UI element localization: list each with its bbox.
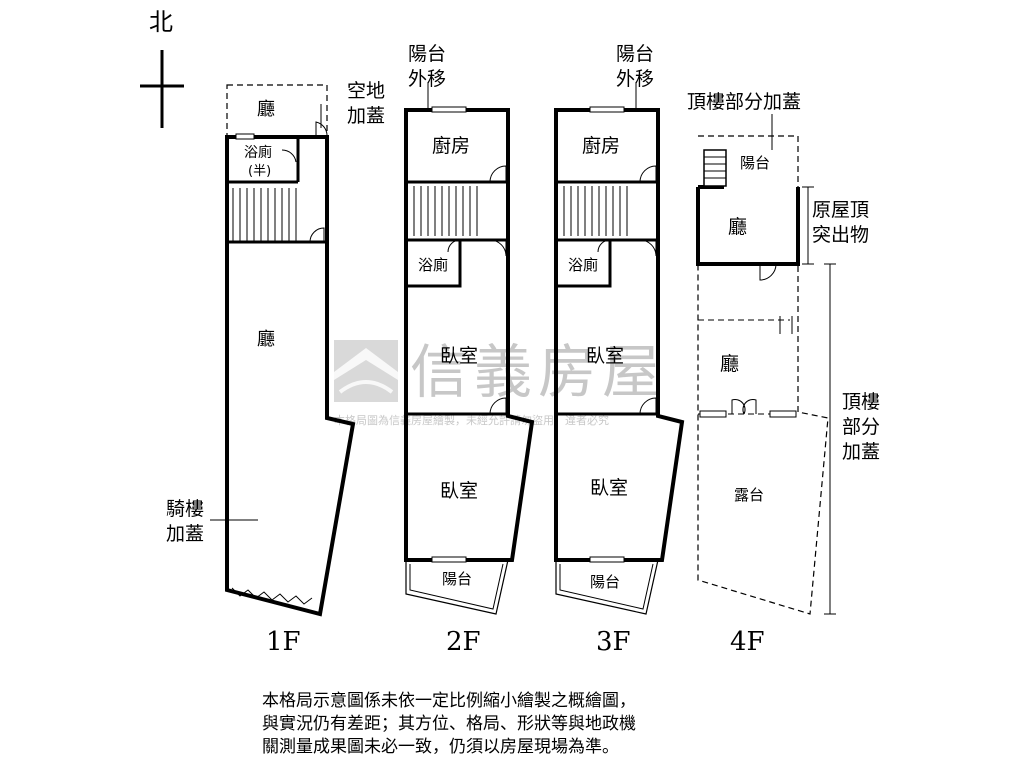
door-4f-top — [759, 263, 777, 281]
callout-roof-protrusion-line2: 突出物 — [812, 224, 869, 246]
dimension-rooftop-partial — [824, 263, 836, 615]
door-3f-bedroom — [639, 397, 657, 415]
watermark-copyright: 本格局圖為信義房屋繪製，未經允許請勿盜用，違者必究 — [334, 413, 609, 427]
callout-3f-balcony-line1: 陽台 — [616, 43, 654, 65]
door-3f-kitchen — [639, 165, 657, 183]
room-2f-balcony: 陽台 — [442, 570, 472, 588]
door-2f-kitchen — [489, 165, 507, 183]
floor-4f-dashed-outline — [697, 135, 829, 615]
door-4f-terrace — [731, 399, 757, 415]
room-2f-bedroom2: 臥室 — [440, 480, 478, 502]
room-4f-hall2: 廳 — [720, 353, 739, 375]
door-3f-bath — [597, 239, 611, 253]
room-3f-bedroom1: 臥室 — [586, 345, 624, 367]
callout-2f-balcony-line1: 陽台 — [408, 43, 446, 65]
door-4f-mid — [779, 316, 793, 334]
floor-1f-label: 1F — [266, 627, 301, 657]
room-1f-bath: 浴廁 — [244, 144, 272, 161]
room-1f-hall: 廳 — [257, 329, 275, 350]
disclaimer-line: 關測量成果圖未必一致，仍須以房屋現場為準。 — [262, 737, 619, 757]
staircase-4f — [703, 149, 727, 187]
watermark-logo-icon — [334, 340, 398, 402]
callout-empty-lot-line1: 空地 — [347, 80, 385, 102]
room-1f-front-hall: 廳 — [257, 99, 275, 120]
floor-4f-label: 4F — [730, 627, 765, 657]
callout-4f-rooftop-partial: 頂樓部分加蓋 — [687, 91, 801, 113]
disclaimer-line: 本格局示意圖係未依一定比例縮小繪製之概繪圖， — [262, 691, 636, 711]
staircase-1f — [232, 188, 297, 242]
callout-empty-lot-line2: 加蓋 — [347, 105, 385, 127]
floor-4f: 陽台 廳 廳 露台 頂樓部分加蓋 原屋頂 突出物 頂樓 部分 加蓋 4F — [687, 91, 880, 657]
watermark: 信義房屋 本格局圖為信義房屋繪製，未經允許請勿盜用，違者必究 — [334, 338, 666, 427]
callout-rooftop-side-line1: 頂樓 — [842, 391, 880, 413]
floor-3f-label: 3F — [596, 627, 631, 657]
balcony-2f-outline — [405, 559, 509, 615]
floor-1f-outline — [225, 135, 356, 617]
north-arrow: 北 — [140, 8, 184, 128]
door-1f-bath — [281, 149, 297, 163]
room-4f-hall: 廳 — [728, 216, 747, 238]
callout-arcade-line2: 加蓋 — [166, 523, 204, 545]
dimension-roof-protrusion — [802, 186, 814, 265]
watermark-brand: 信義房屋 — [410, 338, 666, 406]
north-label: 北 — [149, 8, 173, 36]
room-3f-bedroom2: 臥室 — [590, 477, 628, 499]
callout-2f-balcony-line2: 外移 — [408, 68, 446, 90]
floor-1f: 廳 浴廁 (半) 廳 空地 加蓋 騎樓 加蓋 1F — [166, 80, 385, 657]
door-3f-hall — [639, 239, 657, 257]
room-4f-balcony: 陽台 — [740, 154, 770, 172]
balcony-3f-outline — [555, 559, 659, 615]
door-2f-bath — [447, 239, 461, 253]
floor-3f: 廚房 浴廁 臥室 臥室 陽台 陽台 外移 3F — [554, 43, 685, 657]
front-hall-dashed-area — [226, 84, 328, 138]
callout-3f-balcony-line2: 外移 — [616, 68, 654, 90]
room-2f-bedroom1: 臥室 — [440, 345, 478, 367]
room-2f-bath: 浴廁 — [418, 256, 448, 274]
floor-2f-label: 2F — [446, 627, 481, 657]
room-3f-balcony: 陽台 — [590, 573, 620, 591]
room-3f-bath: 浴廁 — [568, 256, 598, 274]
staircase-3f — [563, 186, 628, 236]
door-1f-stairs — [309, 227, 325, 243]
folding-door-1f — [231, 587, 313, 605]
callout-rooftop-side-line3: 加蓋 — [842, 441, 880, 463]
door-2f-hall — [489, 239, 507, 257]
callout-rooftop-side-line2: 部分 — [842, 416, 880, 438]
staircase-2f — [413, 186, 478, 236]
disclaimer-note: 本格局示意圖係未依一定比例縮小繪製之概繪圖， 與實況仍有差距；其方位、格局、形狀… — [262, 690, 782, 759]
callout-roof-protrusion-line1: 原屋頂 — [812, 199, 869, 221]
room-2f-kitchen: 廚房 — [432, 134, 470, 157]
door-1f-top — [315, 121, 328, 137]
room-4f-terrace: 露台 — [734, 486, 764, 504]
room-1f-bath-note: (半) — [248, 164, 271, 179]
floor-4f-rooftop-structure — [696, 185, 800, 266]
callout-arcade-line1: 騎樓 — [166, 498, 204, 520]
door-2f-bedroom — [489, 397, 507, 415]
disclaimer-line: 與實況仍有差距；其方位、格局、形狀等與地政機 — [262, 714, 636, 734]
room-3f-kitchen: 廚房 — [582, 134, 620, 157]
floor-2f: 廚房 浴廁 臥室 臥室 陽台 陽台 外移 2F — [404, 43, 535, 657]
